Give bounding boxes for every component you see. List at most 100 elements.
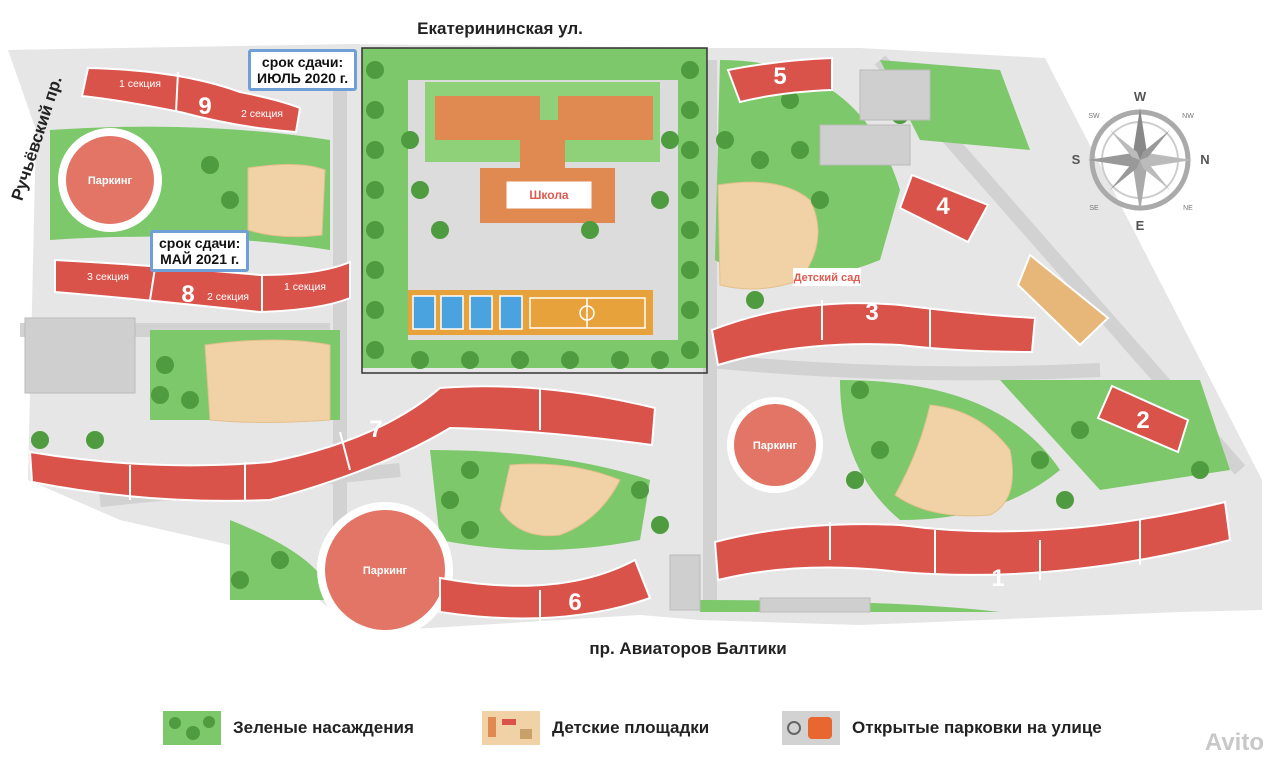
compass-n: N	[1200, 152, 1209, 167]
building-2	[1096, 384, 1190, 454]
tree-icon	[716, 131, 734, 149]
surface-parking	[24, 69, 931, 613]
legend-playground: Детские площадки	[482, 711, 709, 745]
section-label-b8-3: 3 секция	[87, 271, 129, 283]
tree-icon	[221, 191, 239, 209]
tree-icon	[1031, 451, 1049, 469]
tree-icon	[366, 61, 384, 79]
tree-icon	[661, 131, 679, 149]
tree-icon	[791, 141, 809, 159]
building-9	[80, 66, 302, 134]
tree-icon	[366, 261, 384, 279]
building-number-1: 1	[991, 565, 1004, 592]
building-number-3: 3	[865, 299, 878, 326]
callout-building-9: срок сдачи: ИЮЛЬ 2020 г.	[248, 49, 358, 91]
callout-b9-line1: срок сдачи:	[261, 54, 344, 70]
building-5	[726, 56, 833, 104]
tree-icon	[441, 491, 459, 509]
tree-icon	[366, 181, 384, 199]
tree-icon	[366, 341, 384, 359]
compass-w: W	[1134, 89, 1147, 104]
building-1	[713, 500, 1232, 582]
parking-label-2: Паркинг	[753, 440, 798, 452]
building-number-8: 8	[181, 281, 194, 308]
tree-icon	[461, 351, 479, 369]
tree-icon	[231, 571, 249, 589]
tree-icon	[681, 181, 699, 199]
tree-icon	[1071, 421, 1089, 439]
tree-icon	[31, 431, 49, 449]
section-label-b8-1: 1 секция	[284, 281, 326, 293]
school-label: Школа	[529, 188, 569, 202]
building-number-5: 5	[773, 63, 786, 90]
parking-garages	[58, 128, 823, 638]
tree-icon	[201, 156, 219, 174]
tree-icon	[271, 551, 289, 569]
kindergarten-label: Детский сад	[794, 272, 861, 284]
tree-icon	[681, 301, 699, 319]
tree-icon	[681, 101, 699, 119]
compass-sw: SW	[1088, 113, 1100, 120]
trees	[31, 61, 1209, 589]
tree-icon	[366, 221, 384, 239]
compass-icon	[1088, 108, 1192, 212]
school-building	[503, 178, 595, 212]
school-boundary	[361, 47, 708, 374]
tree-icon	[431, 221, 449, 239]
tree-icon	[811, 191, 829, 209]
section-label-b9-2: 2 секция	[241, 108, 283, 120]
tree-icon	[681, 141, 699, 159]
legend-green-label: Зеленые насаждения	[233, 718, 414, 737]
school-grounds	[408, 80, 678, 340]
tree-icon	[871, 441, 889, 459]
tree-icon	[411, 181, 429, 199]
tree-icon	[651, 191, 669, 209]
tree-icon	[681, 341, 699, 359]
street-north: Екатерининская ул.	[417, 19, 583, 38]
tree-icon	[1191, 461, 1209, 479]
building-number-9: 9	[198, 93, 211, 120]
tree-icon	[846, 471, 864, 489]
sport-courts	[412, 295, 523, 330]
tan-building	[1016, 253, 1110, 347]
legend-playground-label: Детские площадки	[552, 718, 710, 737]
tree-icon	[411, 351, 429, 369]
building-3	[710, 302, 1037, 367]
tree-icon	[651, 516, 669, 534]
legend-green: Зеленые насаждения	[163, 711, 414, 745]
tree-icon	[181, 391, 199, 409]
callout-building-8: срок сдачи: МАЙ 2021 г.	[150, 230, 250, 272]
compass-e: E	[1136, 218, 1145, 233]
tree-icon	[561, 351, 579, 369]
compass-ne: NE	[1183, 205, 1193, 212]
section-label-b9-1: 1 секция	[119, 78, 161, 90]
playgrounds	[204, 163, 1013, 537]
legend-parking-swatch	[782, 711, 840, 745]
tree-icon	[156, 356, 174, 374]
tree-icon	[651, 351, 669, 369]
callout-b8-line1: срок сдачи:	[159, 235, 241, 251]
tree-icon	[366, 101, 384, 119]
building-4	[898, 173, 990, 244]
tree-icon	[751, 151, 769, 169]
legend-playground-swatch	[482, 711, 540, 745]
tree-icon	[851, 381, 869, 399]
building-number-7: 7	[369, 416, 382, 443]
street-south: пр. Авиаторов Балтики	[589, 639, 786, 658]
tree-icon	[631, 481, 649, 499]
tree-icon	[681, 261, 699, 279]
tree-icon	[781, 91, 799, 109]
legend-parking-label: Открытые парковки на улице	[852, 718, 1102, 737]
tree-icon	[366, 301, 384, 319]
compass-nw: NW	[1182, 113, 1194, 120]
legend-green-swatch	[163, 711, 221, 745]
legend-parking: Открытые парковки на улице	[782, 711, 1102, 745]
tree-icon	[461, 521, 479, 539]
tree-icon	[461, 461, 479, 479]
building-number-4: 4	[936, 193, 950, 220]
tree-icon	[401, 131, 419, 149]
avito-watermark: Avito	[1204, 729, 1264, 756]
building-number-6: 6	[568, 589, 581, 616]
tree-icon	[581, 221, 599, 239]
tree-icon	[681, 61, 699, 79]
